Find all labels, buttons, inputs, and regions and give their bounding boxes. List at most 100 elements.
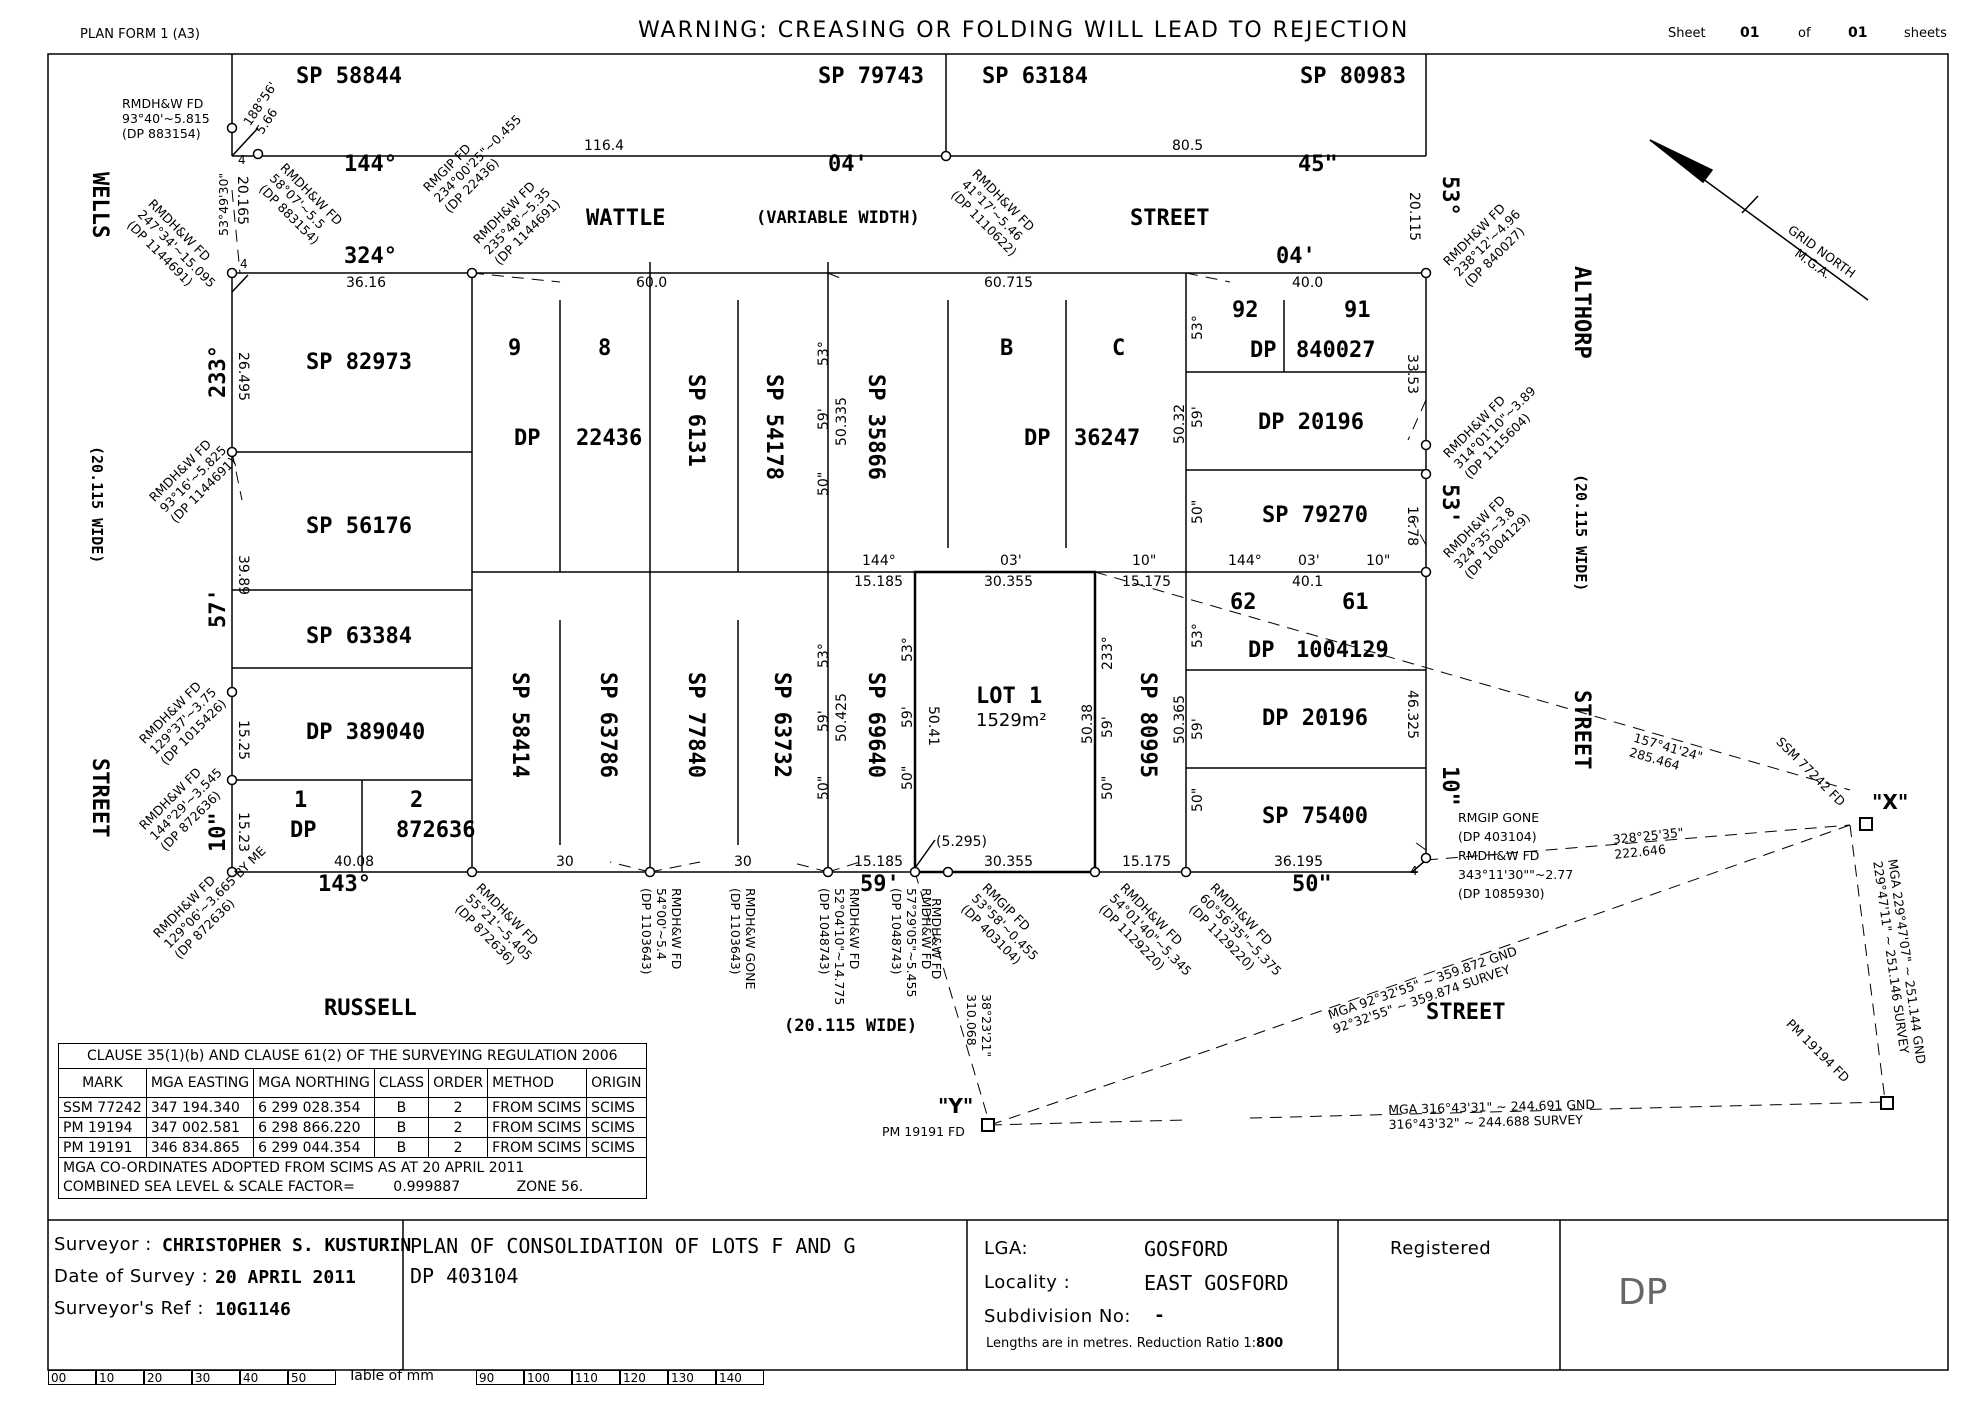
- parcel-sp63732: SP 63732: [769, 672, 794, 778]
- scale-cell: 50: [288, 1370, 336, 1385]
- bearing-v53b: 53°: [816, 643, 832, 668]
- coord-note-1: MGA CO-ORDINATES ADOPTED FROM SCIMS AS A…: [63, 1160, 525, 1176]
- surveyor-name: CHRISTOPHER S. KUSTURIN: [162, 1235, 412, 1256]
- table-cell: PM 19191: [58, 1137, 147, 1158]
- mark-y-label: "Y": [938, 1094, 974, 1118]
- dist-5-295: (5.295): [936, 834, 988, 850]
- dist-50-425: 50.425: [834, 693, 850, 742]
- street-wells-width: (20.115 WIDE): [88, 446, 106, 564]
- dist-33-53: 33.53: [1404, 354, 1420, 395]
- parcel-lot8: 8: [598, 336, 612, 361]
- bearing-v59a: 59': [816, 408, 832, 430]
- dist-30-355a: 30.355: [984, 574, 1033, 590]
- mark-b4: RMDH&W FD 52°04'10"~14.775 (DP 1048743): [817, 888, 862, 1006]
- reduction-ratio: 800: [1256, 1336, 1284, 1351]
- coord-header-cell: CLASS: [373, 1068, 430, 1098]
- bearing-r-10: 10": [1366, 553, 1391, 569]
- dist-30a: 30: [556, 854, 574, 870]
- bearing-mid-03: 03': [1000, 553, 1022, 569]
- table-row: SSM 77242 347 194.340 6 299 028.354 B 2 …: [58, 1097, 647, 1118]
- locality-label: Locality :: [984, 1272, 1071, 1293]
- bearing-324: 324°: [344, 244, 397, 269]
- coord-header-cell: MGA EASTING: [145, 1068, 255, 1098]
- mark-pm19191: PM 19191 FD: [882, 1124, 965, 1139]
- lot-1-area: 1529m²: [976, 710, 1047, 731]
- bearing-v50b: 50": [816, 775, 832, 800]
- street-althorp-street: STREET: [1569, 690, 1594, 770]
- bearing-143: 143°: [318, 872, 371, 897]
- survey-date: 20 APRIL 2011: [215, 1267, 356, 1288]
- surveyor-label: Surveyor :: [54, 1234, 152, 1255]
- mark-tl4: 53°49'30": [216, 172, 231, 236]
- dist-80-5: 80.5: [1172, 138, 1204, 154]
- parcel-dp-small: DP: [290, 818, 317, 843]
- coord-note-2-zone: ZONE 56.: [516, 1179, 584, 1195]
- dist-15-175a: 15.175: [1122, 574, 1171, 590]
- mark-b2: RMDH&W FD 54°00'~5.4 (DP 1103643): [639, 888, 684, 975]
- parcel-dp20196-b: DP 20196: [1262, 706, 1368, 731]
- coord-table-header: MARK MGA EASTING MGA NORTHING CLASS ORDE…: [58, 1068, 647, 1098]
- lga-value: GOSFORD: [1144, 1237, 1229, 1261]
- bearing-v53f: 53°: [1190, 623, 1206, 648]
- lga-label: LGA:: [984, 1238, 1029, 1259]
- dist-15-25: 15.25: [235, 720, 251, 761]
- table-cell: SCIMS: [586, 1097, 647, 1118]
- table-cell: PM 19194: [58, 1117, 147, 1138]
- plan-title: PLAN OF CONSOLIDATION OF LOTS F AND G: [410, 1234, 856, 1258]
- mark-b6: RMDH&W FD: [929, 898, 944, 980]
- parcel-sp35866: SP 35866: [863, 374, 888, 480]
- parcel-dp1004129-b: 1004129: [1296, 638, 1389, 663]
- street-althorp-width: (20.115 WIDE): [1572, 474, 1590, 592]
- bearing-53: 53°: [1437, 176, 1462, 216]
- bearing-v50f: 50": [1190, 787, 1206, 812]
- subdivision-label: Subdivision No:: [984, 1306, 1131, 1327]
- scale-cell: 130: [668, 1370, 716, 1385]
- scale-cell: 40: [240, 1370, 288, 1385]
- bearing-233: 233°: [206, 345, 231, 398]
- coord-header-cell: ORDER: [428, 1068, 489, 1098]
- parcel-sp58414: SP 58414: [507, 672, 532, 778]
- coord-header-cell: MARK: [58, 1068, 147, 1098]
- street-wattle-width: (VARIABLE WIDTH): [756, 208, 920, 228]
- bearing-50: 50": [1292, 872, 1332, 897]
- bearing-v53c: 53°: [900, 637, 916, 662]
- scale-cell: 100: [524, 1370, 572, 1385]
- parcel-sp80995: SP 80995: [1135, 672, 1160, 778]
- mark-mga2: MGA 316°43'31" ~ 244.691 GND 316°43'32" …: [1388, 1096, 1596, 1132]
- street-wells-street: STREET: [87, 758, 112, 838]
- scale-cell: 120: [620, 1370, 668, 1385]
- dist-60-0: 60.0: [636, 275, 668, 291]
- parcel-sp63384: SP 63384: [306, 624, 412, 649]
- table-cell: B: [373, 1137, 430, 1158]
- coord-table-title: CLAUSE 35(1)(b) AND CLAUSE 61(2) OF THE …: [58, 1043, 647, 1069]
- dp-label: DP: [1618, 1272, 1668, 1313]
- mark-tl1: RMDH&W FD 93°40'~5.815 (DP 883154): [122, 96, 210, 141]
- dist-40-1: 40.1: [1292, 574, 1324, 590]
- parcel-lot91: 91: [1344, 298, 1371, 323]
- scale-cell: 30: [192, 1370, 240, 1385]
- sheets-label: sheets: [1904, 26, 1947, 41]
- dist-4b: 4: [240, 257, 248, 271]
- scale-cell: 00: [48, 1370, 96, 1385]
- table-cell: SCIMS: [586, 1117, 647, 1138]
- bearing-53b: 53': [1437, 484, 1462, 524]
- bearing-v50a: 50": [816, 471, 832, 496]
- parcel-dp36247-b: 36247: [1074, 426, 1141, 451]
- table-cell: FROM SCIMS: [487, 1097, 588, 1118]
- of-label: of: [1798, 26, 1811, 41]
- parcel-dp1004129-a: DP: [1248, 638, 1275, 663]
- dist-60-715: 60.715: [984, 275, 1033, 291]
- scale-cell: 20: [144, 1370, 192, 1385]
- parcel-dp840027-a: DP: [1250, 338, 1277, 363]
- bearing-v59e: 59': [1190, 406, 1206, 428]
- table-cell: 6 298 866.220: [253, 1117, 375, 1138]
- street-althorp: ALTHORP: [1569, 266, 1594, 359]
- dist-50-365: 50.365: [1172, 695, 1188, 744]
- dist-36-16: 36.16: [346, 275, 387, 291]
- dist-36-195: 36.195: [1274, 854, 1323, 870]
- coord-note-2-label: COMBINED SEA LEVEL & SCALE FACTOR=: [63, 1179, 355, 1195]
- bearing-mid-144: 144°: [862, 553, 896, 569]
- date-label: Date of Survey :: [54, 1266, 209, 1287]
- dist-30-355b: 30.355: [984, 854, 1033, 870]
- bearing-v59d: 59': [1100, 716, 1116, 738]
